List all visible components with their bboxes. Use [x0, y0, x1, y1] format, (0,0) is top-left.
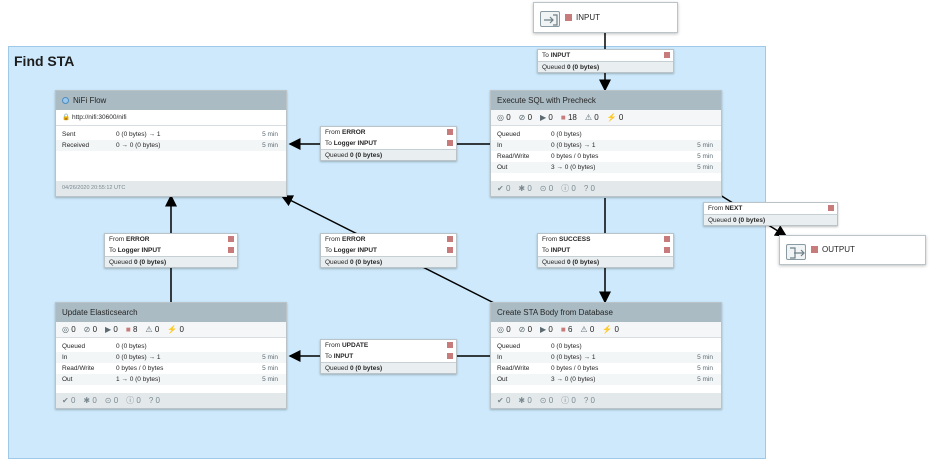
running-icon: ▶ 0 [540, 112, 553, 122]
sync-failure-icon: ⓘ 0 [561, 184, 576, 193]
remote-group-title: NiFi Flow [73, 96, 107, 105]
output-port-name: OUTPUT [822, 245, 855, 254]
running-icon: ▶ 0 [105, 324, 118, 334]
processor-footer: ✔ 0 ✱ 0 ⊙ 0 ⓘ 0 ? 0 [56, 393, 286, 408]
not-transmitting-icon: ⊘ 0 [83, 324, 98, 334]
disabled-icon: ⚡ 0 [602, 324, 619, 334]
input-port-icon [540, 11, 560, 27]
invalid-icon: ⚠ 0 [584, 112, 599, 122]
stopped-icon [228, 236, 234, 242]
stopped-icon: ■ 6 [560, 324, 573, 334]
received-value: 0 → 0 (0 bytes) [116, 142, 161, 149]
stopped-icon [828, 205, 834, 211]
stopped-icon: ■ 8 [125, 324, 138, 334]
received-label: Received [62, 142, 90, 149]
locally-modified-icon: ✱ 0 [83, 396, 97, 405]
received-time: 5 min [262, 142, 278, 149]
stale-icon: ⊙ 0 [104, 396, 119, 405]
processor-title: Create STA Body from Database [491, 303, 721, 322]
sent-value: 0 (0 bytes) → 1 [116, 131, 161, 138]
unknown-icon: ? 0 [148, 396, 160, 405]
sync-failure-icon: ⓘ 0 [561, 396, 576, 405]
stopped-icon [664, 236, 670, 242]
locally-modified-icon: ✱ 0 [518, 184, 532, 193]
input-port[interactable]: INPUT [533, 2, 678, 33]
connection-error-left[interactable]: From ERROR To Logger INPUT Queued 0 (0 b… [104, 233, 238, 268]
not-transmitting-icon: ⊘ 0 [518, 324, 533, 334]
up-to-date-icon: ✔ 0 [497, 396, 511, 405]
stopped-icon: ■ 18 [560, 112, 577, 122]
connection-next-to-output[interactable]: From NEXT Queued 0 (0 bytes) [703, 202, 838, 226]
lock-icon: 🔒 [62, 114, 71, 121]
remote-group-timestamp: 04/26/2020 20:55:12 UTC [62, 185, 126, 191]
connection-error-mid[interactable]: From ERROR To Logger INPUT Queued 0 (0 b… [320, 233, 457, 268]
connection-to-input[interactable]: To INPUT Queued 0 (0 bytes) [537, 49, 674, 73]
unknown-icon: ? 0 [583, 184, 595, 193]
processor-title: Execute SQL with Precheck [491, 91, 721, 110]
output-port[interactable]: OUTPUT [779, 235, 926, 265]
not-transmitting-icon: ⊘ 0 [518, 112, 533, 122]
stopped-icon [447, 236, 453, 242]
transmitting-icon: ◎ 0 [497, 112, 511, 122]
remote-process-group-nifi-flow[interactable]: NiFi Flow 🔒 http://nifi:30600/nifi Sent … [55, 90, 287, 197]
stopped-icon [447, 247, 453, 253]
process-group-title: Find STA [14, 53, 75, 69]
processor-title: Update Elasticsearch [56, 303, 286, 322]
processor-status-bar: ◎ 0 ⊘ 0 ▶ 0 ■ 18 ⚠ 0 ⚡ 0 [491, 110, 721, 126]
transmitting-icon: ◎ 0 [497, 324, 511, 334]
sent-time: 5 min [262, 131, 278, 138]
stopped-icon [811, 246, 818, 253]
invalid-icon: ⚠ 0 [145, 324, 160, 334]
processor-status-bar: ◎ 0 ⊘ 0 ▶ 0 ■ 8 ⚠ 0 ⚡ 0 [56, 322, 286, 338]
locally-modified-icon: ✱ 0 [518, 396, 532, 405]
up-to-date-icon: ✔ 0 [62, 396, 76, 405]
transmitting-icon: ◎ 0 [62, 324, 76, 334]
invalid-icon: ⚠ 0 [580, 324, 595, 334]
running-icon: ▶ 0 [540, 324, 553, 334]
disabled-icon: ⚡ 0 [606, 112, 624, 122]
stopped-icon [447, 140, 453, 146]
unknown-icon: ? 0 [583, 396, 595, 405]
stopped-icon [447, 342, 453, 348]
stopped-icon [447, 129, 453, 135]
stale-icon: ⊙ 0 [539, 184, 554, 193]
sync-failure-icon: ⓘ 0 [126, 396, 141, 405]
processor-execute-sql[interactable]: Execute SQL with Precheck ◎ 0 ⊘ 0 ▶ 0 ■ … [490, 90, 722, 197]
processor-footer: ✔ 0 ✱ 0 ⊙ 0 ⓘ 0 ? 0 [491, 181, 721, 196]
sent-label: Sent [62, 131, 76, 138]
up-to-date-icon: ✔ 0 [497, 184, 511, 193]
processor-update-elasticsearch[interactable]: Update Elasticsearch ◎ 0 ⊘ 0 ▶ 0 ■ 8 ⚠ 0… [55, 302, 287, 409]
disabled-icon: ⚡ 0 [167, 324, 184, 334]
processor-create-sta-body[interactable]: Create STA Body from Database ◎ 0 ⊘ 0 ▶ … [490, 302, 722, 409]
stopped-icon [447, 353, 453, 359]
stopped-icon [565, 14, 572, 21]
input-port-name: INPUT [576, 13, 600, 22]
stale-icon: ⊙ 0 [539, 396, 554, 405]
output-port-icon [786, 244, 806, 260]
remote-group-url[interactable]: http://nifi:30600/nifi [72, 114, 127, 121]
stopped-icon [664, 247, 670, 253]
connection-success[interactable]: From SUCCESS To INPUT Queued 0 (0 bytes) [537, 233, 674, 268]
stopped-icon [664, 52, 670, 58]
processor-footer: ✔ 0 ✱ 0 ⊙ 0 ⓘ 0 ? 0 [491, 393, 721, 408]
stopped-icon [228, 247, 234, 253]
connection-update[interactable]: From UPDATE To INPUT Queued 0 (0 bytes) [320, 339, 457, 374]
remote-group-icon [62, 97, 69, 105]
processor-status-bar: ◎ 0 ⊘ 0 ▶ 0 ■ 6 ⚠ 0 ⚡ 0 [491, 322, 721, 338]
connection-error-to-logger[interactable]: From ERROR To Logger INPUT Queued 0 (0 b… [320, 126, 457, 161]
